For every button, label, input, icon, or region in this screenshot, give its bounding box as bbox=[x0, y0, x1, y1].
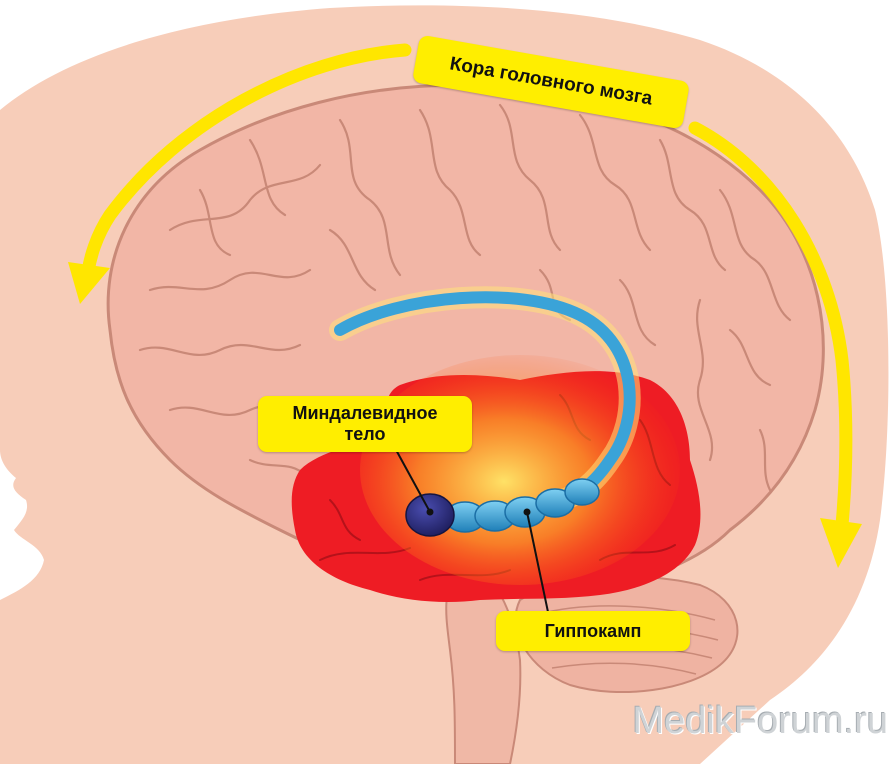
watermark: MedikForum.ru bbox=[582, 700, 888, 743]
hippocampus-pointer-dot bbox=[524, 509, 531, 516]
amygdala-label-line2: тело bbox=[258, 424, 472, 445]
amygdala-label-line1: Миндалевидное bbox=[258, 403, 472, 424]
hippocampus-label: Гиппокамп bbox=[496, 611, 690, 651]
hippocampus-segment bbox=[565, 479, 599, 505]
amygdala-label: Миндалевидное тело bbox=[258, 396, 472, 452]
amygdala-pointer-dot bbox=[427, 509, 434, 516]
